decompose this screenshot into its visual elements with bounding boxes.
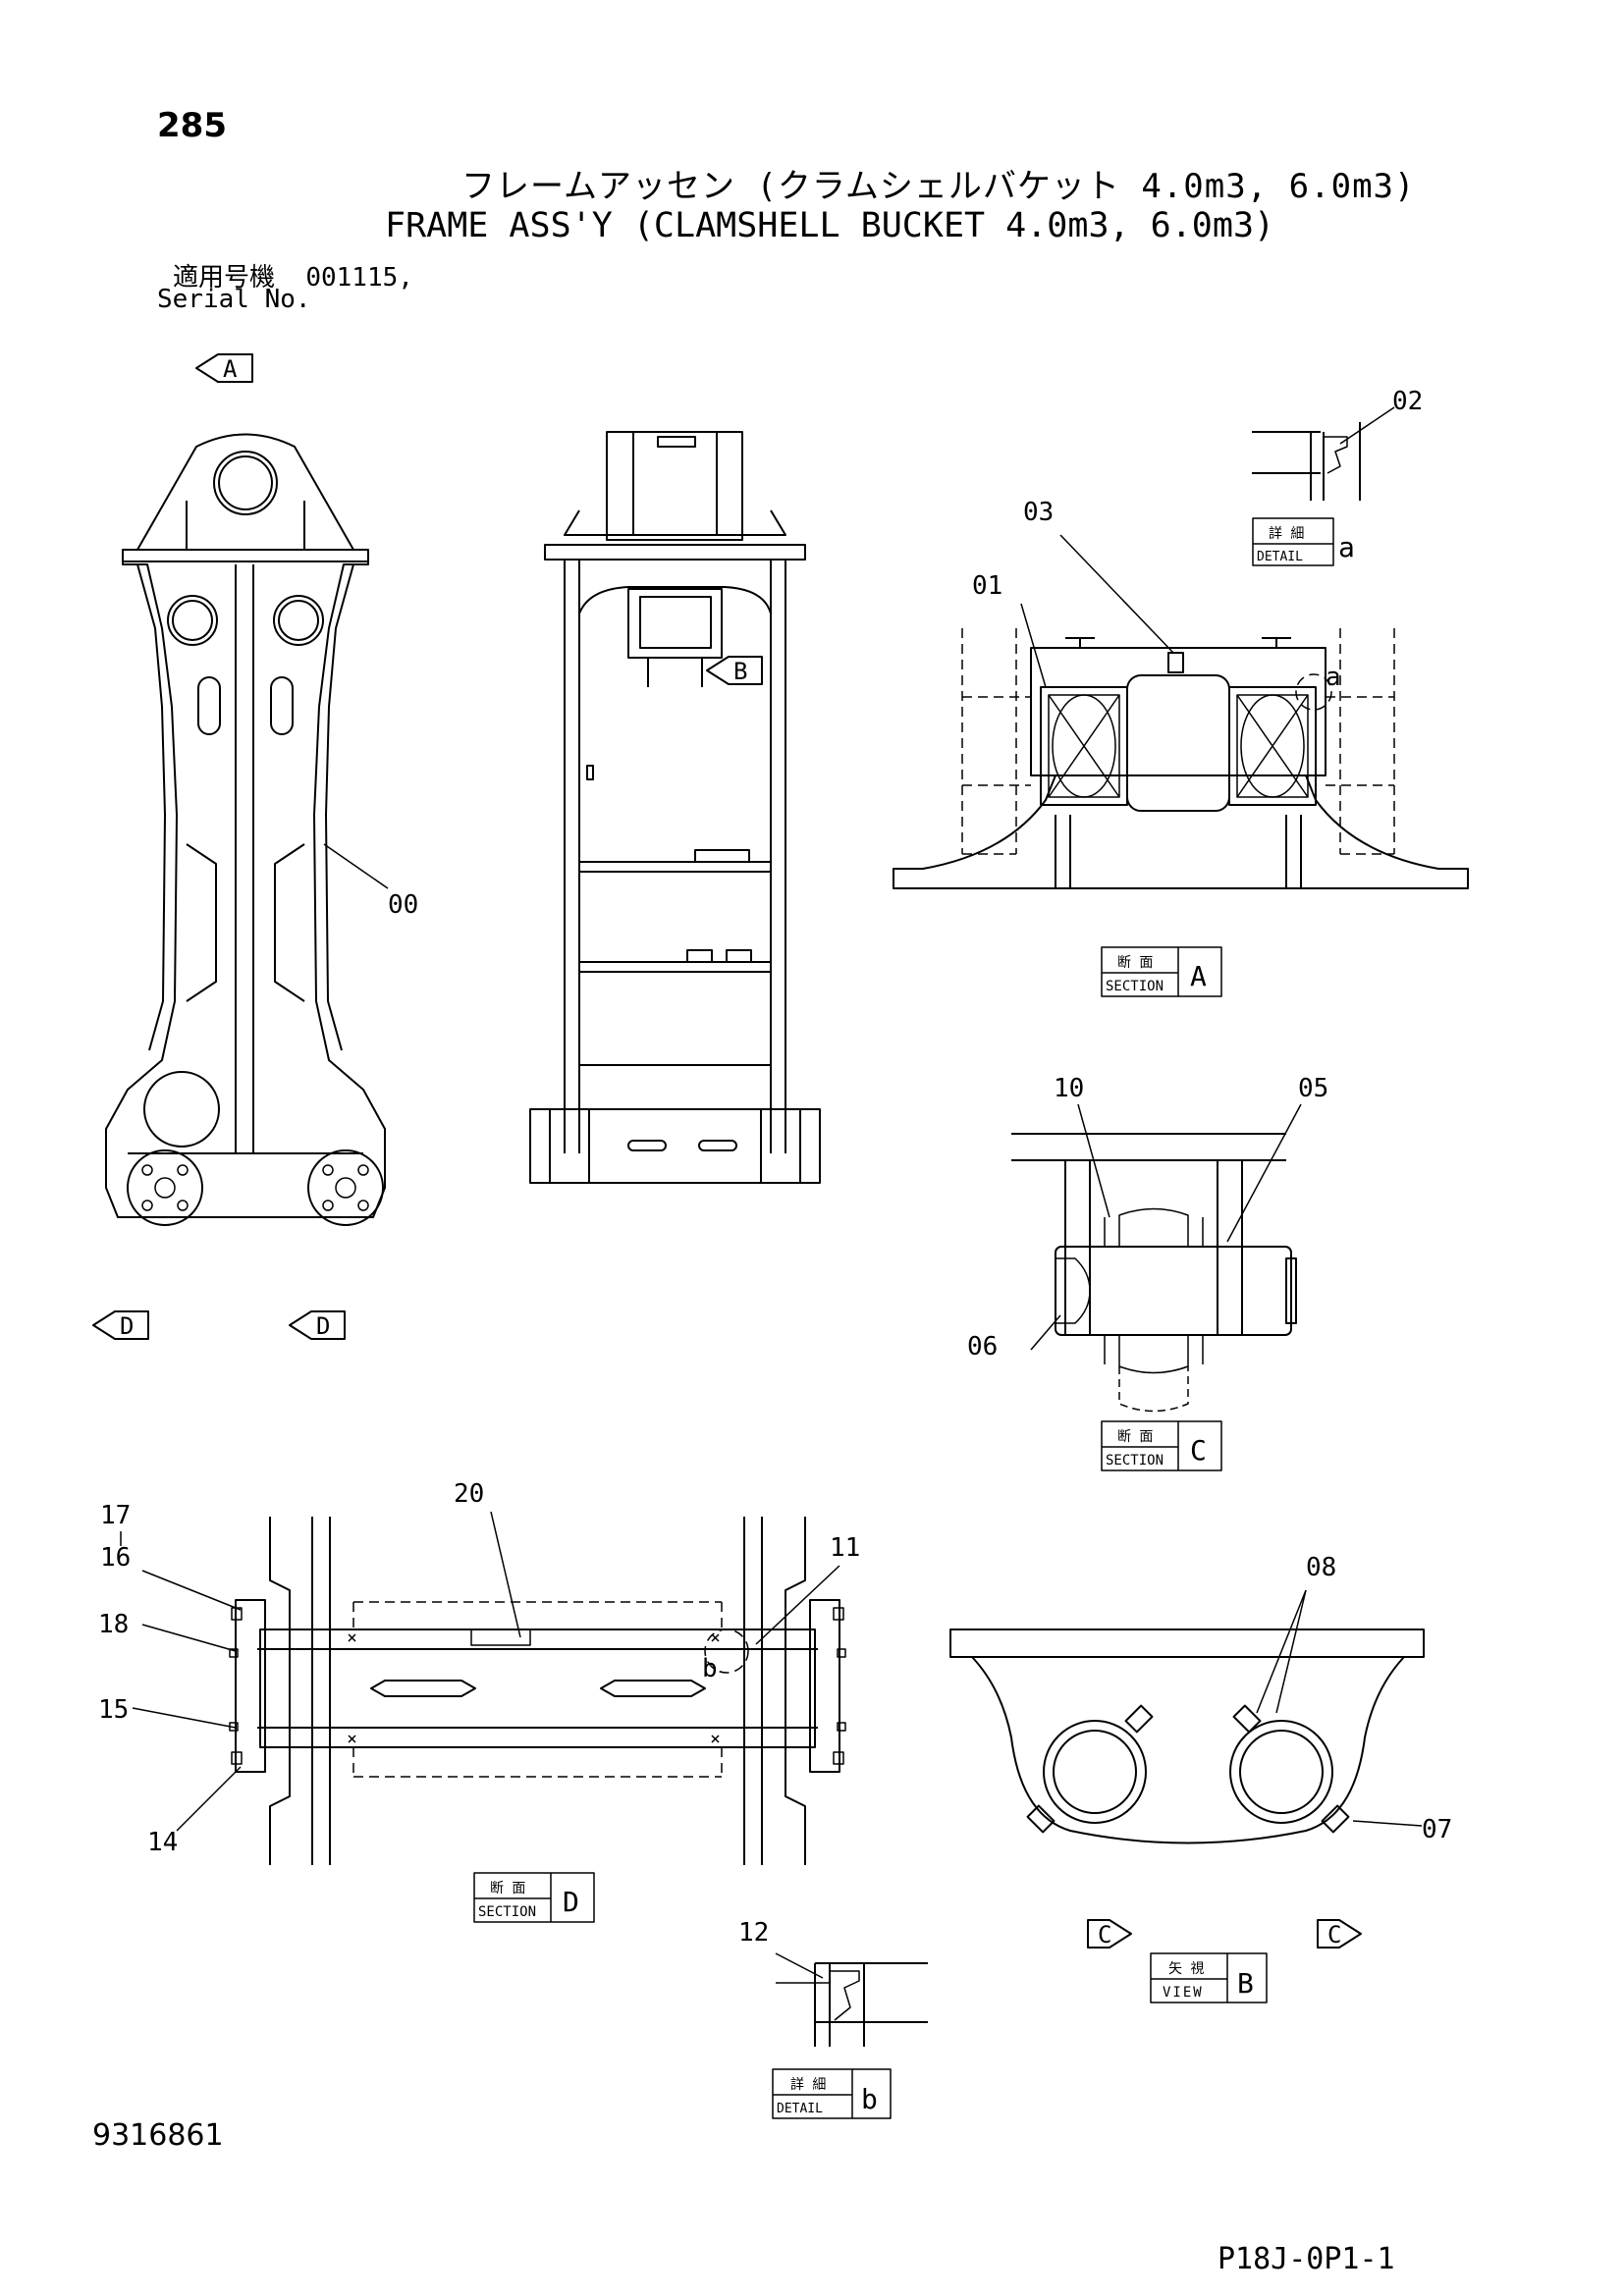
- view-b-en: VIEW: [1163, 1985, 1204, 2001]
- callout-17: 17: [100, 1501, 131, 1530]
- view-b-drawing: [949, 1589, 1425, 1844]
- title-english: FRAME ASS'Y (CLAMSHELL BUCKET 4.0m3, 6.0…: [385, 206, 1275, 245]
- section-d-letter: D: [563, 1886, 579, 1918]
- callout-12: 12: [738, 1918, 769, 1948]
- arrow-a-marker: [195, 353, 253, 383]
- arrow-d-marker-right: [289, 1310, 346, 1340]
- callout-16: 16: [100, 1543, 131, 1573]
- serial-label-english: Serial No.: [157, 285, 311, 314]
- serial-label-jp: 適用号機: [173, 263, 276, 293]
- detail-a-drawing: [1252, 406, 1395, 501]
- section-a-drawing: [893, 534, 1469, 889]
- detail-a-en: DETAIL: [1257, 550, 1303, 564]
- callout-15: 15: [98, 1695, 129, 1725]
- callout-10: 10: [1054, 1074, 1084, 1103]
- sheet-code: P18J-0P1-1: [1218, 2242, 1395, 2276]
- arrow-c-letter-right: C: [1327, 1921, 1341, 1949]
- arrow-a-letter: A: [223, 355, 238, 383]
- serial-value: 001115,: [305, 263, 413, 293]
- arrow-d-letter-left: D: [120, 1312, 134, 1340]
- callout-18: 18: [98, 1610, 129, 1639]
- callout-20: 20: [454, 1479, 484, 1509]
- arrow-c-letter-left: C: [1098, 1921, 1111, 1949]
- view-b-jp: 矢 視: [1168, 1961, 1204, 1977]
- section-c-letter: C: [1190, 1434, 1207, 1467]
- callout-03: 03: [1023, 498, 1054, 527]
- callout-01: 01: [972, 571, 1002, 601]
- arrow-b-letter: B: [733, 658, 747, 685]
- section-c-en: SECTION: [1106, 1453, 1164, 1468]
- detail-marker-b: b: [702, 1654, 718, 1683]
- section-c-jp: 断 面: [1117, 1429, 1153, 1445]
- detail-a-letter: a: [1338, 531, 1355, 563]
- callout-06: 06: [967, 1332, 998, 1362]
- arrow-c-marker-left: [1087, 1919, 1132, 1949]
- arrow-b-marker: [706, 656, 763, 685]
- side-view-frame: [529, 431, 821, 1184]
- callout-08: 08: [1306, 1553, 1336, 1582]
- section-c-drawing: [1011, 1103, 1302, 1413]
- label-boxes: [473, 517, 1334, 2119]
- arrow-d-marker-left: [92, 1310, 149, 1340]
- detail-a-jp: 詳 細: [1269, 526, 1304, 542]
- detail-marker-a: a: [1326, 663, 1341, 692]
- arrow-d-letter-right: D: [316, 1312, 330, 1340]
- serial-line-japanese: 適用号機 001115,: [173, 257, 413, 294]
- title-japanese: フレームアッセン (クラムシェルバケット 4.0m3, 6.0m3): [461, 167, 1416, 206]
- arrow-c-marker-right: [1317, 1919, 1362, 1949]
- section-d-drawing: [120, 1511, 846, 1865]
- detail-b-jp: 詳 細: [790, 2077, 826, 2093]
- section-d-jp: 断 面: [490, 1881, 525, 1896]
- detail-b-en: DETAIL: [777, 2102, 823, 2116]
- callout-02: 02: [1392, 387, 1423, 416]
- callout-07: 07: [1422, 1815, 1452, 1844]
- detail-b-drawing: [775, 1952, 928, 2047]
- callout-11: 11: [830, 1533, 860, 1563]
- callout-05: 05: [1298, 1074, 1328, 1103]
- drawing-number: 9316861: [92, 2118, 224, 2153]
- section-d-en: SECTION: [478, 1904, 536, 1920]
- page-number: 285: [157, 106, 227, 145]
- section-a-jp: 断 面: [1117, 955, 1153, 971]
- view-arrows: [92, 353, 1362, 1949]
- section-a-en: SECTION: [1106, 979, 1164, 994]
- section-a-letter: A: [1190, 960, 1207, 992]
- front-view-frame: [105, 433, 389, 1226]
- view-b-letter: B: [1237, 1967, 1254, 2000]
- detail-b-letter: b: [861, 2083, 878, 2115]
- callout-14: 14: [147, 1828, 178, 1857]
- callout-00: 00: [388, 890, 418, 920]
